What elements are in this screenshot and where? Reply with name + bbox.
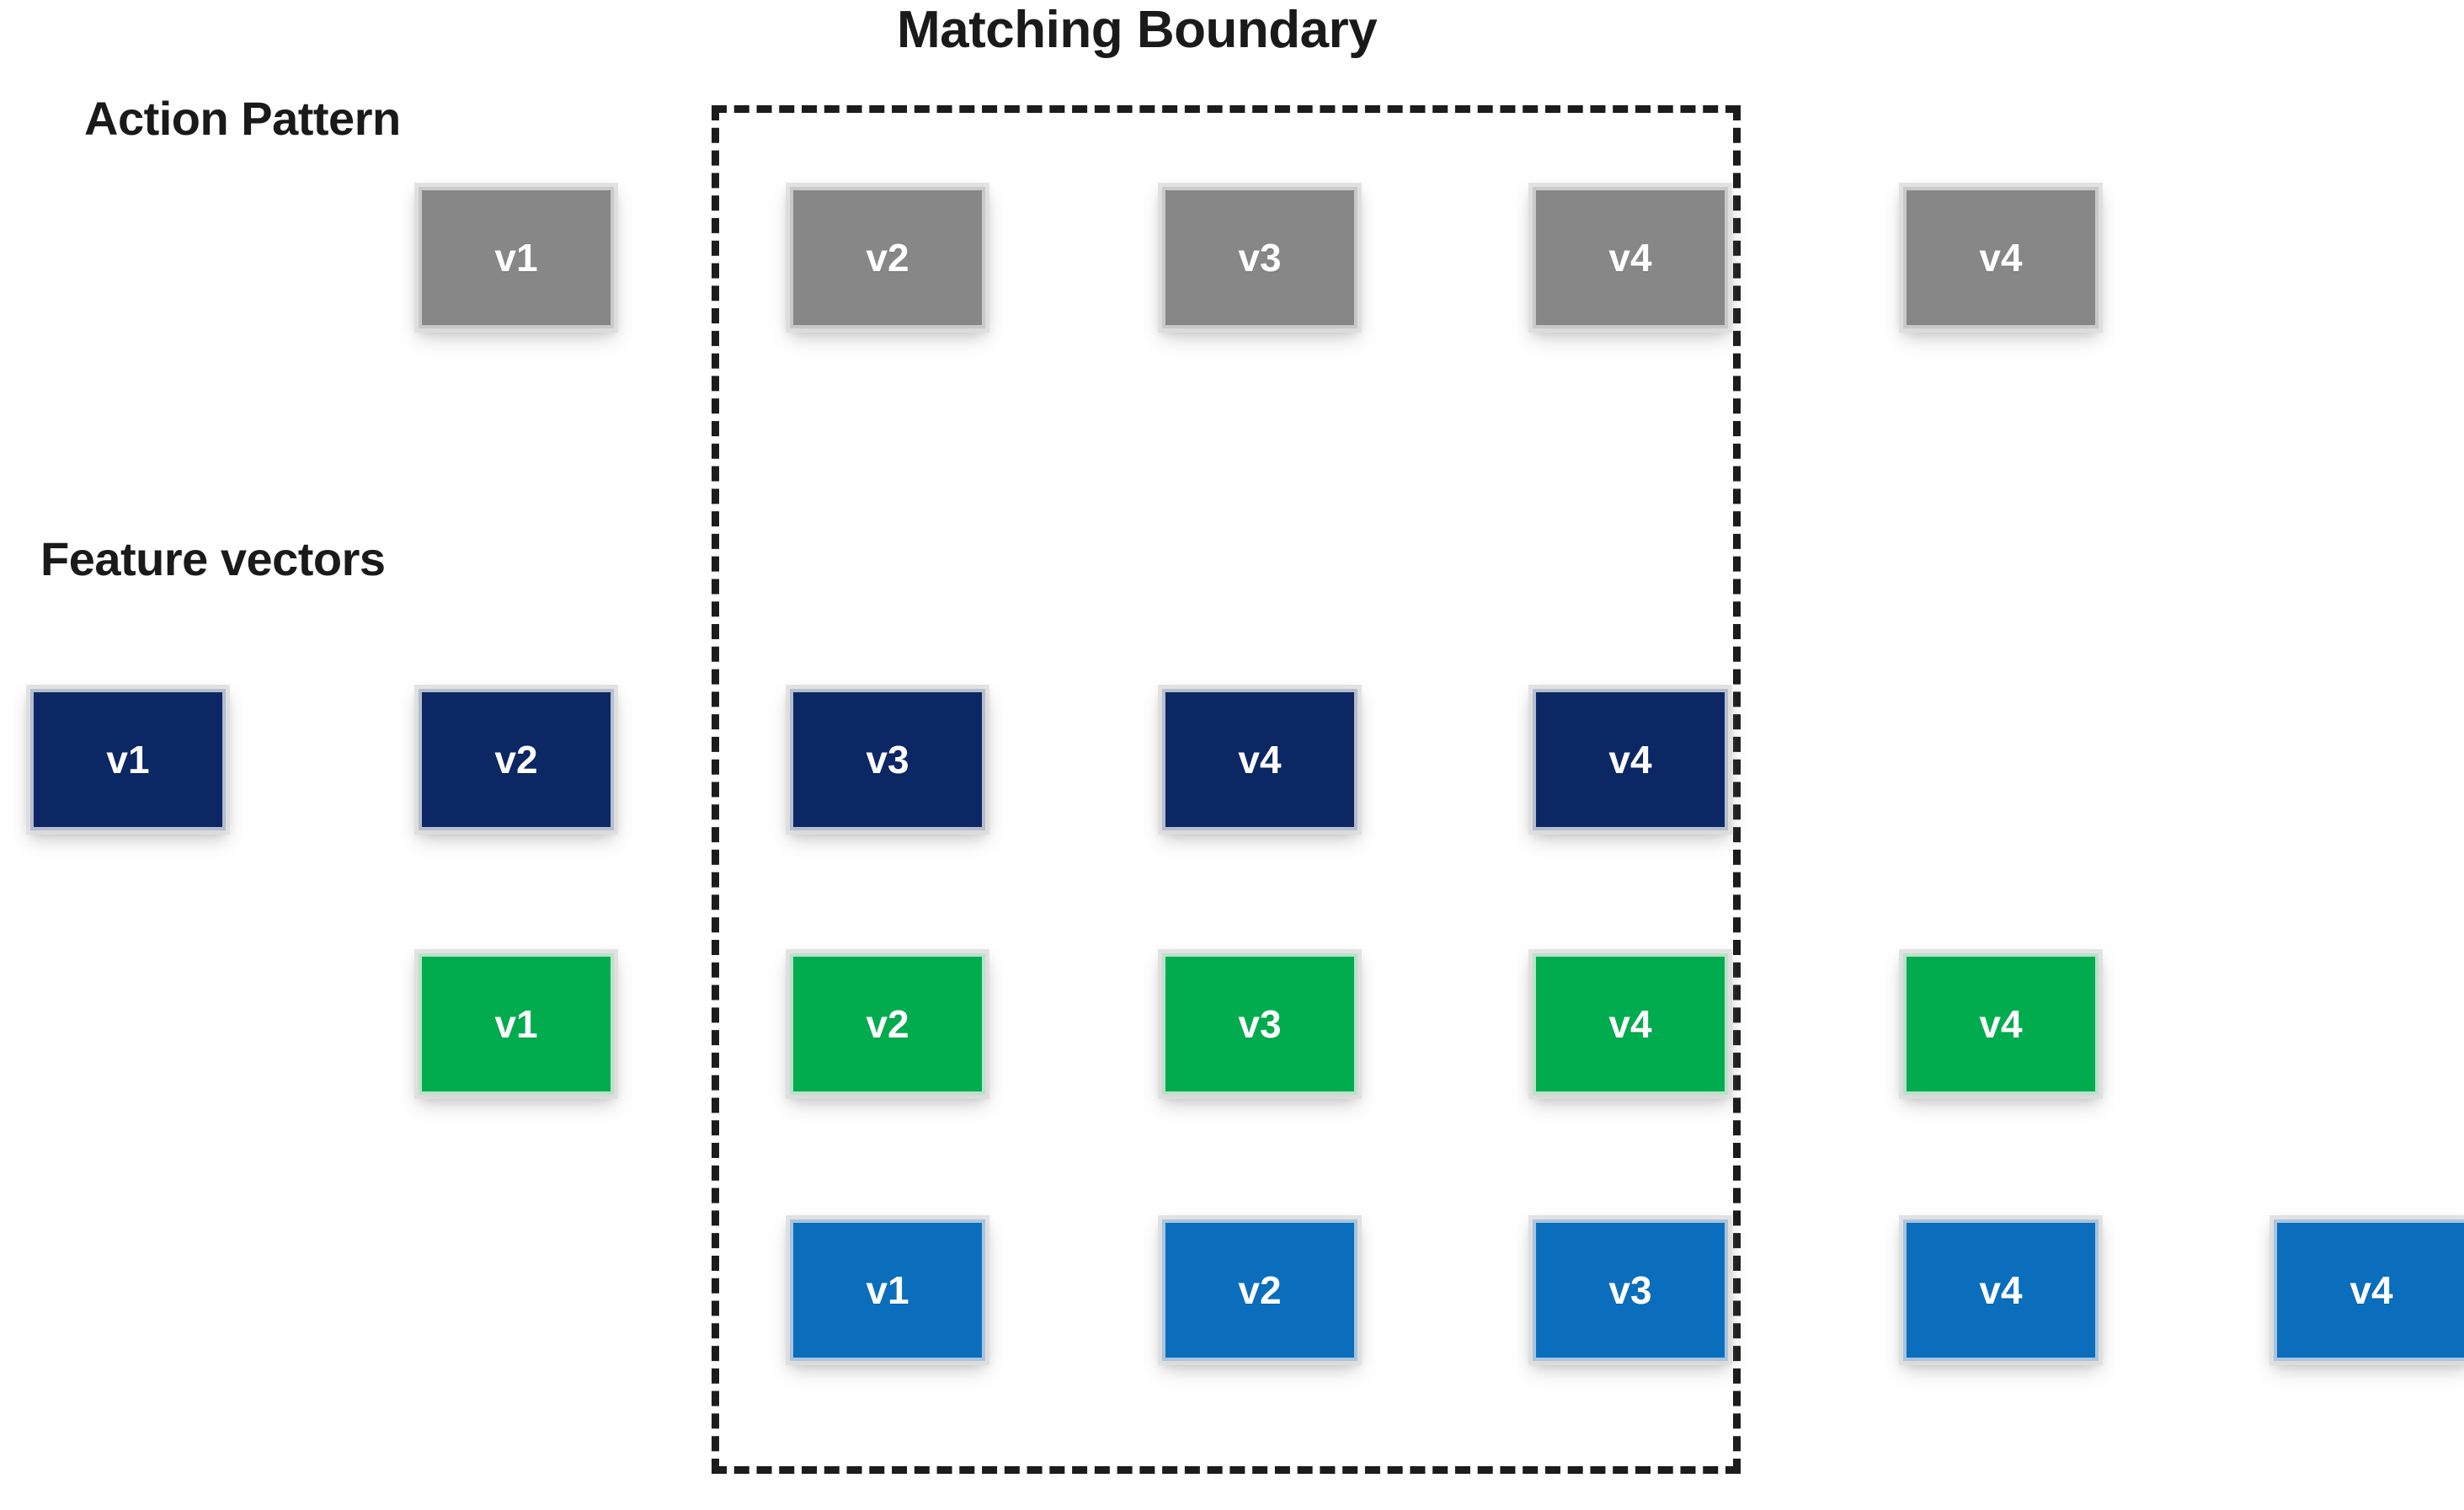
vector-box-green-v4-c6[interactable]: v4: [1903, 953, 2099, 1095]
vector-box-label: v2: [866, 1002, 909, 1046]
vector-box-navy-v4-c5[interactable]: v4: [1533, 689, 1728, 830]
vector-box-label: v3: [1608, 1268, 1652, 1312]
vector-box-blue-v4-c7[interactable]: v4: [2274, 1219, 2464, 1361]
vector-box-gray-v4-c6[interactable]: v4: [1903, 187, 2099, 328]
vector-box-green-v1-c2[interactable]: v1: [419, 953, 614, 1095]
vector-box-green-v3-c4[interactable]: v3: [1162, 953, 1357, 1095]
vector-box-label: v1: [494, 236, 538, 280]
vector-box-blue-v1-c3[interactable]: v1: [790, 1219, 985, 1361]
vector-box-blue-v4-c6[interactable]: v4: [1903, 1219, 2099, 1361]
vector-box-label: v4: [1979, 236, 2023, 280]
vector-box-label: v1: [494, 1002, 538, 1046]
feature-vectors-label: Feature vectors: [40, 532, 386, 585]
action-pattern-label: Action Pattern: [84, 92, 401, 145]
vector-box-label: v4: [1979, 1002, 2023, 1046]
vector-box-gray-v1-c2[interactable]: v1: [419, 187, 614, 328]
vector-box-label: v2: [866, 236, 909, 280]
vector-box-label: v4: [1979, 1268, 2023, 1312]
vector-box-label: v4: [1608, 738, 1652, 782]
vector-box-gray-v4-c5[interactable]: v4: [1533, 187, 1728, 328]
vector-box-blue-v2-c4[interactable]: v2: [1162, 1219, 1357, 1361]
vector-box-label: v4: [1608, 1002, 1652, 1046]
vector-box-navy-v1-c1[interactable]: v1: [30, 689, 226, 830]
vector-box-blue-v3-c5[interactable]: v3: [1533, 1219, 1728, 1361]
vector-box-label: v3: [1238, 236, 1282, 280]
page-title: Matching Boundary: [897, 1, 1378, 59]
vector-box-label: v3: [1238, 1002, 1282, 1046]
vector-box-navy-v4-c4[interactable]: v4: [1162, 689, 1357, 830]
vector-box-green-v2-c3[interactable]: v2: [790, 953, 985, 1095]
vector-box-navy-v2-c2[interactable]: v2: [419, 689, 614, 830]
vector-box-gray-v2-c3[interactable]: v2: [790, 187, 985, 328]
vector-box-navy-v3-c3[interactable]: v3: [790, 689, 985, 830]
vector-box-label: v4: [2349, 1268, 2393, 1312]
vector-box-label: v4: [1238, 738, 1282, 782]
vector-box-label: v1: [866, 1268, 909, 1312]
vector-box-gray-v3-c4[interactable]: v3: [1162, 187, 1357, 328]
vector-box-label: v2: [494, 738, 538, 782]
vector-box-label: v2: [1238, 1268, 1282, 1312]
vector-box-label: v4: [1608, 236, 1652, 280]
vector-box-green-v4-c5[interactable]: v4: [1533, 953, 1728, 1095]
vector-box-label: v1: [106, 738, 150, 782]
vector-box-label: v3: [866, 738, 909, 782]
